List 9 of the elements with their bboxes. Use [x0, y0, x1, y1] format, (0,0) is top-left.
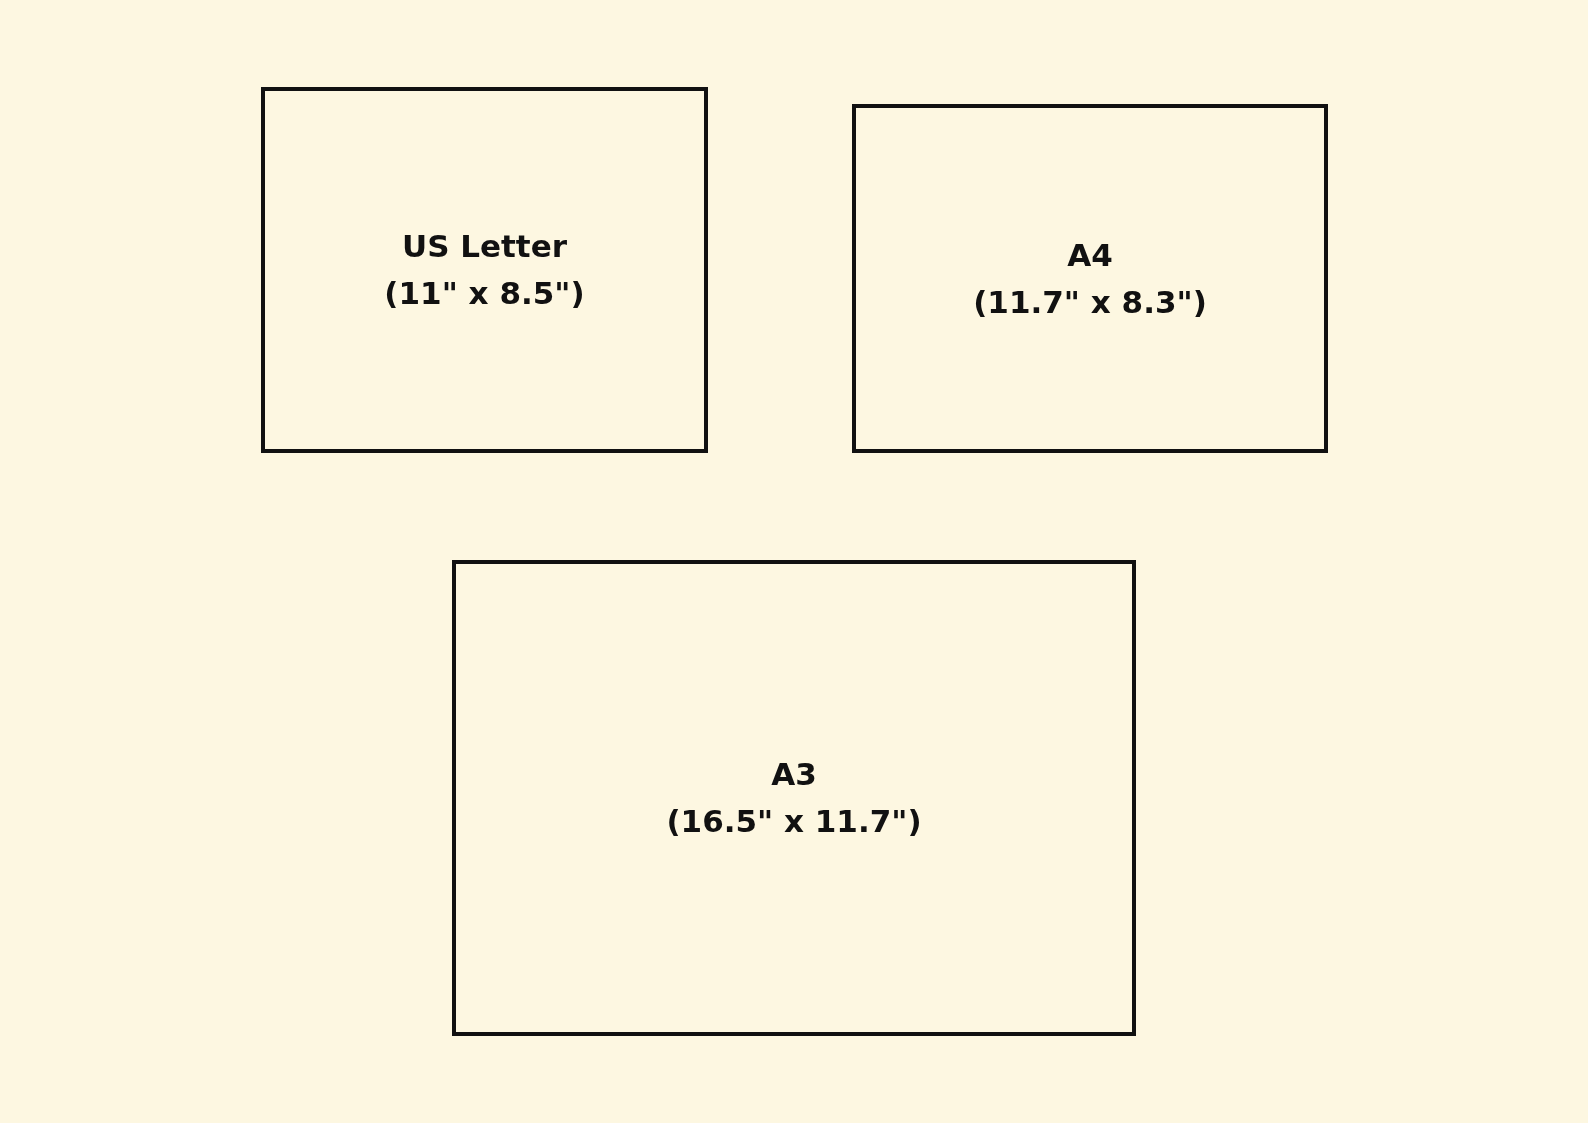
paper-dimensions: (11" x 8.5") [384, 274, 585, 313]
paper-size-name: A4 [1067, 235, 1113, 275]
paper-dimensions: (16.5" x 11.7") [666, 802, 922, 841]
paper-outline-box [452, 560, 1136, 1036]
paper-outline-box [852, 104, 1328, 453]
paper-size-name: US Letter [402, 227, 567, 266]
paper-size-name: A3 [771, 755, 817, 794]
paper-dimensions: (11.7" x 8.3") [973, 282, 1207, 322]
paper-outline-box [261, 87, 708, 453]
